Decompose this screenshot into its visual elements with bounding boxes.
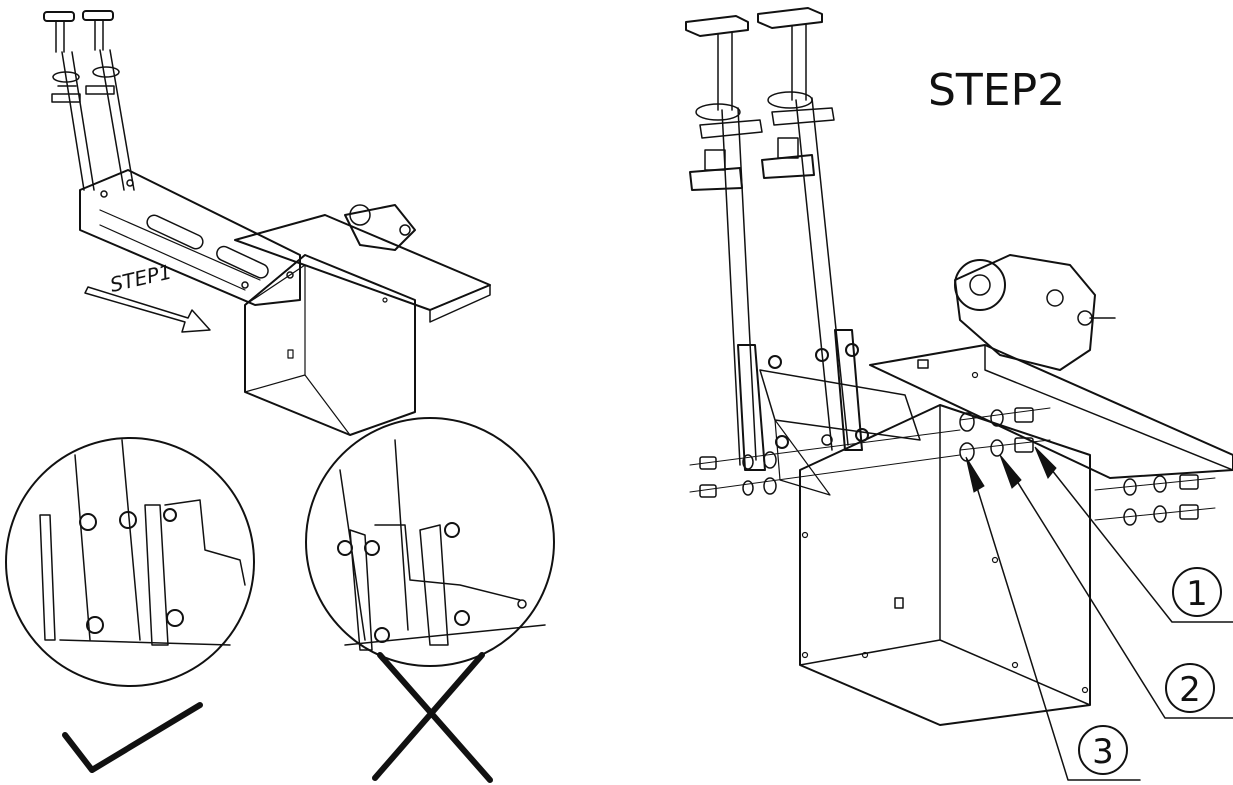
clamp-post-left [43, 11, 95, 191]
detail-view-correct [5, 437, 255, 687]
mounting-bracket-large [737, 329, 921, 496]
step1-label: STEP1 [108, 259, 174, 296]
fastener-set-right [959, 407, 1216, 526]
base-plate-large [869, 344, 1233, 479]
callout-2-number: 2 [1179, 670, 1201, 710]
base-plate [234, 214, 491, 323]
ptz-camera-small [344, 204, 416, 251]
callout-leader-3 [965, 456, 1141, 781]
enclosure-box-large [799, 404, 1091, 726]
step2-label: STEP2 [928, 65, 1065, 116]
step1-assembly: STEP1 [43, 10, 491, 436]
callout-1-number: 1 [1186, 574, 1208, 614]
callout-1: 1 [1172, 567, 1222, 617]
enclosure-box-small [244, 254, 416, 436]
check-mark-icon [62, 702, 203, 773]
step2-assembly [685, 7, 1233, 726]
detail-view-incorrect [305, 417, 555, 667]
clamp-post-large-left [685, 15, 763, 466]
callout-3: 3 [1078, 725, 1128, 775]
clamp-post-large-right [757, 7, 849, 451]
fastener-set-left [689, 429, 961, 498]
step1-arrow-icon [84, 286, 211, 333]
callout-3-number: 3 [1092, 732, 1114, 772]
callout-2: 2 [1165, 663, 1215, 713]
clamp-post-right [82, 10, 135, 191]
callout-leader-2 [999, 454, 1233, 719]
callout-leader-1 [1034, 446, 1233, 623]
ptz-camera-large [954, 254, 1116, 371]
mounting-bracket [79, 169, 301, 306]
cross-mark-icon [372, 652, 493, 783]
